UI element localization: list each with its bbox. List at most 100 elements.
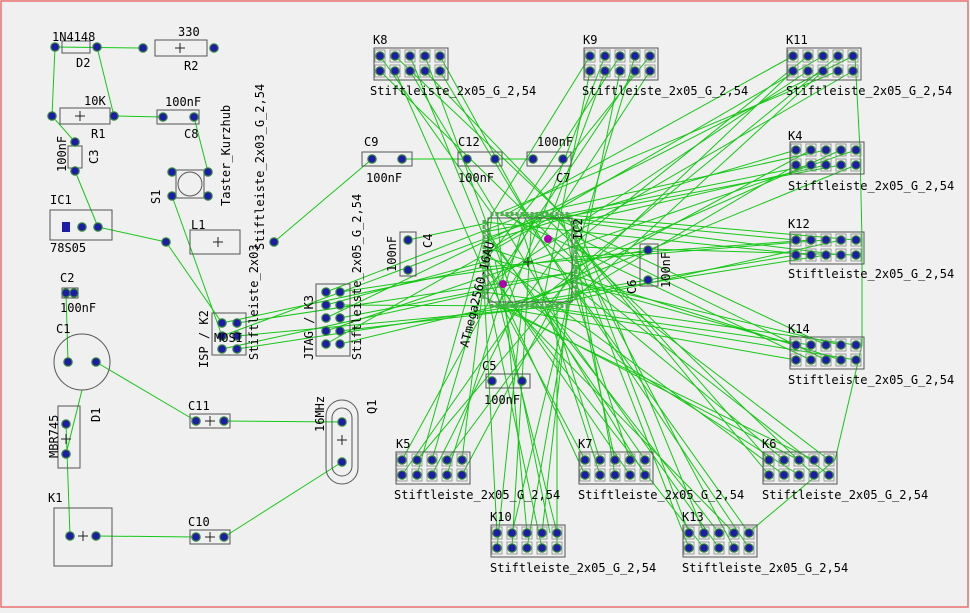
k11-pad bbox=[848, 66, 858, 76]
airwire bbox=[483, 149, 797, 243]
airwires bbox=[51, 46, 863, 549]
k7-pad bbox=[640, 455, 650, 465]
airwire bbox=[483, 55, 824, 253]
k6-pin-frame bbox=[763, 453, 775, 467]
k3-pad bbox=[321, 300, 331, 310]
k4-pad bbox=[836, 145, 846, 155]
c6-name: C6 bbox=[625, 280, 639, 294]
airwire bbox=[236, 305, 558, 337]
component-pads bbox=[47, 42, 861, 553]
k14-pin-frame bbox=[820, 338, 832, 352]
k6-pad bbox=[794, 455, 804, 465]
k11-pad bbox=[803, 51, 813, 61]
k14-pin-frame bbox=[805, 353, 817, 367]
k12-pad bbox=[851, 235, 861, 245]
component-labels: 1N4148 D2 330 R2 10K R1 100nF C8 100nF C… bbox=[47, 25, 954, 575]
k9-name: K9 bbox=[583, 33, 597, 47]
airwire bbox=[325, 213, 528, 293]
k6-pad bbox=[794, 470, 804, 480]
k13-pad bbox=[699, 528, 709, 538]
k9-value: Stiftleiste_2x05_G_2,54 bbox=[582, 84, 748, 98]
k12-header-body bbox=[789, 231, 865, 265]
k9-pin-frame bbox=[644, 64, 656, 78]
mcu-pin bbox=[482, 270, 486, 274]
k12-pin-frame bbox=[820, 248, 832, 262]
airwire bbox=[566, 164, 812, 215]
k1-pad bbox=[65, 531, 75, 541]
origin-cross bbox=[78, 531, 88, 541]
mcu-pin bbox=[495, 304, 499, 308]
c8-pad bbox=[158, 112, 168, 122]
airwire bbox=[546, 213, 827, 346]
airwire bbox=[496, 305, 523, 549]
origin-cross bbox=[205, 532, 215, 542]
mcu-pin bbox=[535, 304, 539, 308]
r1-pad bbox=[47, 111, 57, 121]
k4-pin-frame bbox=[850, 143, 862, 157]
k4-pin-frame bbox=[790, 158, 802, 172]
airwire bbox=[506, 55, 794, 215]
k3-pad bbox=[335, 339, 345, 349]
r2-value: 330 bbox=[178, 25, 200, 39]
k6-pad bbox=[824, 470, 834, 480]
k13-pad bbox=[684, 543, 694, 553]
c12-value: 100nF bbox=[458, 171, 494, 185]
l1-name: L1 bbox=[191, 218, 205, 232]
k11-pad bbox=[848, 51, 858, 61]
origin-cross bbox=[61, 434, 71, 444]
k14-pad bbox=[851, 355, 861, 365]
k14-header-body bbox=[789, 336, 865, 370]
airwire bbox=[575, 70, 854, 233]
mcu-pin bbox=[530, 212, 534, 216]
k5-pin-frame bbox=[426, 453, 438, 467]
c7-pad bbox=[528, 154, 538, 164]
k14-pin-frame bbox=[820, 353, 832, 367]
airwire bbox=[575, 291, 750, 549]
l1-pad bbox=[161, 237, 171, 247]
k10-pin-frame bbox=[506, 526, 518, 540]
c9-body bbox=[361, 151, 413, 167]
k7-pad bbox=[580, 455, 590, 465]
airwire bbox=[65, 292, 69, 363]
k4-pad bbox=[791, 160, 801, 170]
d2-name: D2 bbox=[76, 56, 90, 70]
ic1-name: IC1 bbox=[50, 193, 72, 207]
k2-header-body bbox=[211, 312, 247, 356]
airwire bbox=[526, 266, 577, 549]
k4-pad bbox=[791, 145, 801, 155]
d1-body bbox=[57, 405, 81, 469]
mcu-pin bbox=[510, 304, 514, 308]
k9-pad bbox=[630, 66, 640, 76]
airwire bbox=[96, 46, 115, 117]
mcu-pin bbox=[560, 304, 564, 308]
c10-body bbox=[189, 529, 231, 545]
k11-pin-frame bbox=[787, 49, 799, 63]
k6-pad bbox=[764, 470, 774, 480]
k13-pad bbox=[729, 543, 739, 553]
k12-pad bbox=[791, 250, 801, 260]
k14-pin-frame bbox=[835, 353, 847, 367]
mcu-pin bbox=[482, 280, 486, 284]
k6-value: Stiftleiste_2x05_G_2,54 bbox=[762, 488, 928, 502]
k10-pad bbox=[522, 543, 532, 553]
airwire bbox=[541, 70, 591, 307]
airwire bbox=[551, 305, 601, 461]
c4-pad bbox=[403, 265, 413, 275]
airwire bbox=[483, 70, 636, 298]
k9-pin-frame bbox=[629, 49, 641, 63]
k11-pin-frame bbox=[832, 64, 844, 78]
ic1-pad bbox=[93, 222, 103, 232]
airwire bbox=[223, 420, 343, 423]
c3-pad bbox=[70, 137, 80, 147]
mcu-pin bbox=[505, 212, 509, 216]
mcu-pin bbox=[520, 212, 524, 216]
k13-pin-frame bbox=[698, 526, 710, 540]
k9-pin-frame bbox=[584, 49, 596, 63]
k13-pin-frame bbox=[698, 541, 710, 555]
q1-inner bbox=[331, 407, 353, 477]
airwire bbox=[511, 305, 568, 534]
k11-pad bbox=[833, 51, 843, 61]
k10-pad bbox=[552, 528, 562, 538]
